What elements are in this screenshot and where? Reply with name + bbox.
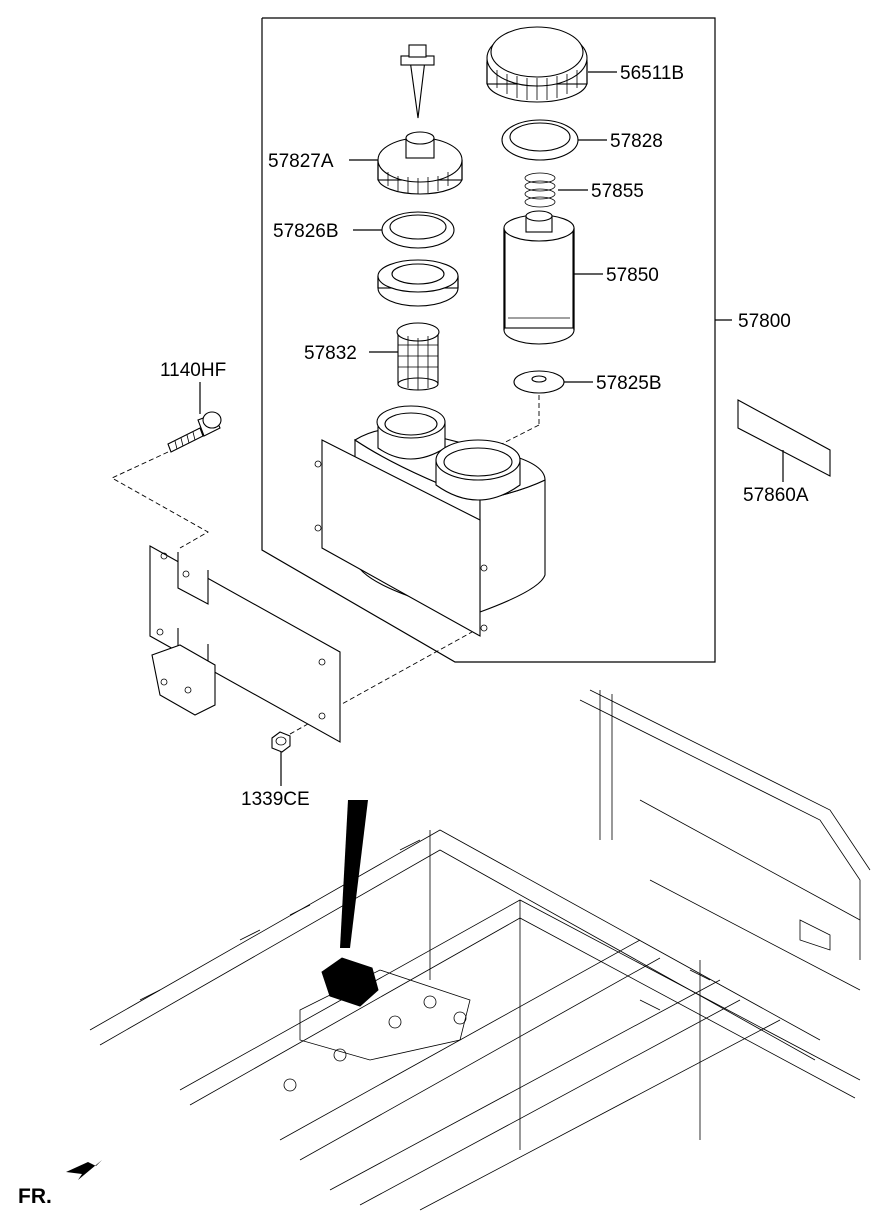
mounting-bracket [149, 545, 341, 743]
ring-lower [377, 259, 459, 307]
assembly-frame [261, 17, 716, 663]
nut-1339ce [271, 731, 291, 753]
label-57827a: 57827A [268, 151, 334, 172]
label-plate-57860a [737, 399, 831, 477]
seal-57826b [381, 211, 455, 249]
front-arrow-icon [66, 1160, 102, 1180]
label-57828: 57828 [610, 131, 663, 152]
vehicle-frame [89, 689, 871, 1211]
label-57860a: 57860A [743, 485, 809, 506]
label-57800: 57800 [738, 311, 791, 332]
strainer-57832 [396, 322, 440, 391]
label-57850: 57850 [606, 265, 659, 286]
label-57832: 57832 [304, 343, 357, 364]
cap-57827a [377, 131, 463, 195]
label-57855: 57855 [591, 181, 644, 202]
seal-57828 [501, 119, 579, 161]
spring-57855 [524, 172, 556, 208]
label-56511b: 56511B [620, 63, 684, 84]
bolt-guide [111, 451, 209, 549]
bracket-guide [321, 631, 473, 716]
bolt-1140hf [167, 411, 222, 453]
reservoir-location-marker [321, 800, 379, 1007]
label-57825b: 57825B [596, 373, 662, 394]
direction-marker: FR. [18, 1185, 52, 1208]
label-1339ce: 1339CE [241, 789, 310, 810]
bleed-plug [400, 44, 435, 119]
label-1140hf: 1140HF [160, 360, 226, 381]
cap-56511b [486, 26, 588, 103]
label-57826b: 57826B [273, 221, 339, 242]
filter-57850 [503, 210, 575, 345]
reservoir-tank [314, 405, 546, 637]
washer-57825b [513, 370, 565, 394]
